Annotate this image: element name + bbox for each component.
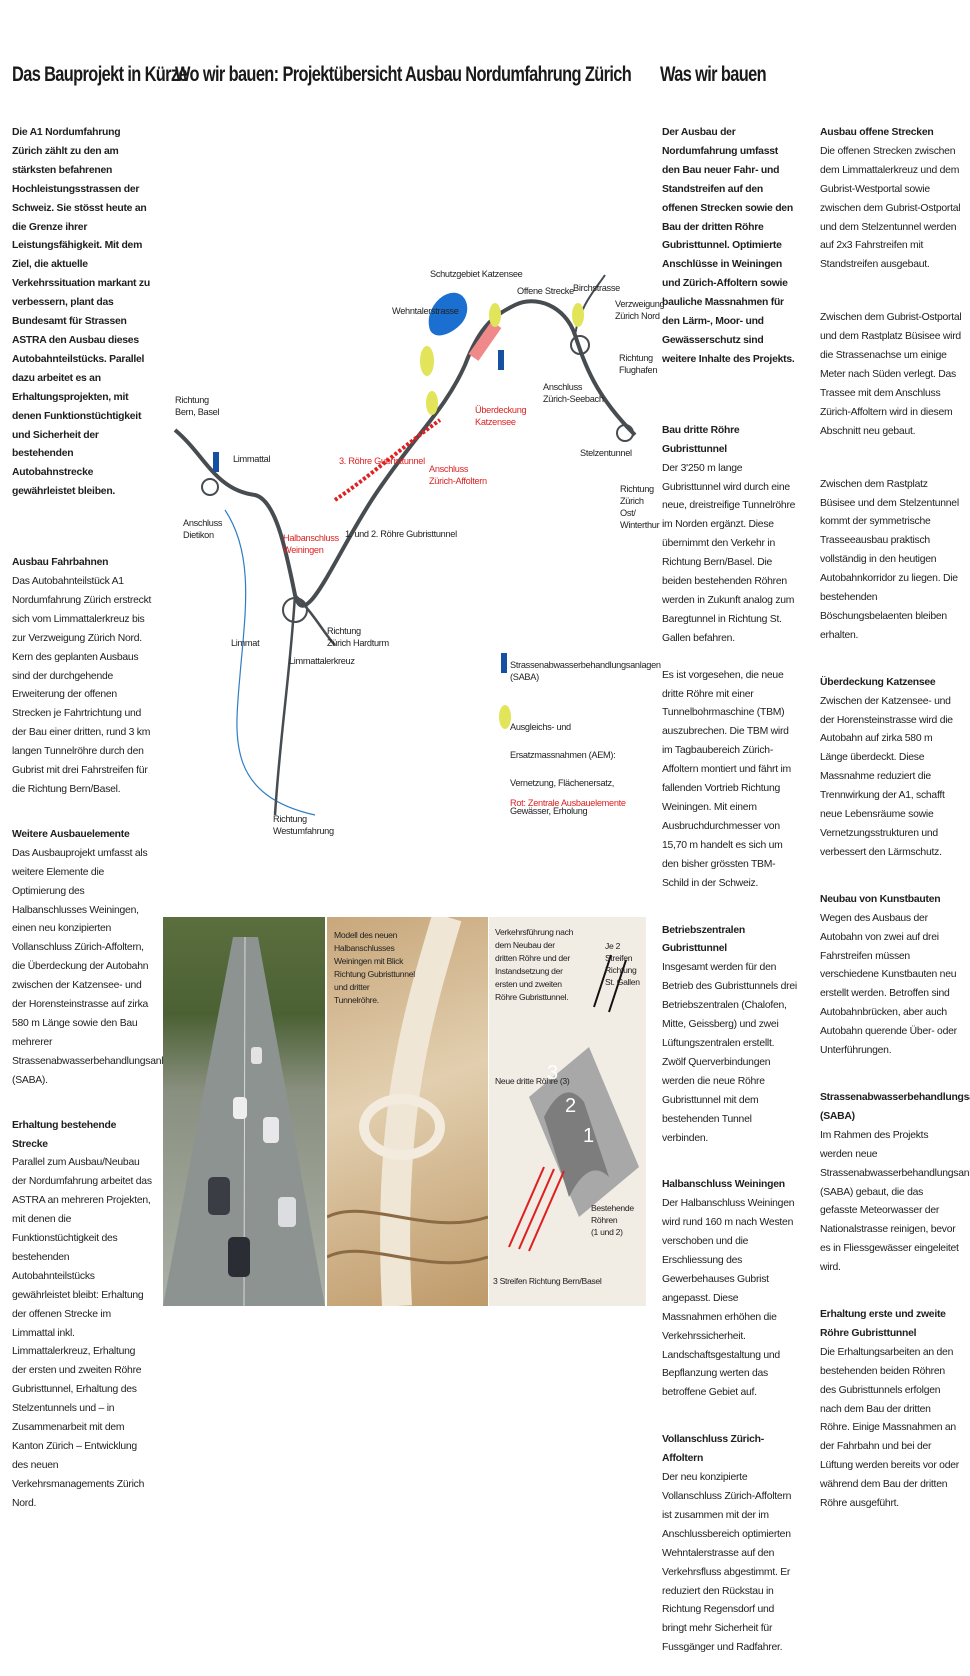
label-bern-basel: Richtung Bern, Basel xyxy=(175,395,220,417)
aem-marker xyxy=(426,391,438,415)
label-westumfahrung: Richtung Westumfahrung xyxy=(273,814,334,836)
section-title: Ausbau offene Strecken xyxy=(820,127,934,138)
saba-marker xyxy=(498,350,504,370)
aem-marker xyxy=(572,303,584,327)
section-text: Es ist vorgesehen, die neue dritte Röhre… xyxy=(662,669,791,889)
section-text: Zwischen dem Gubrist-Ostportal und dem R… xyxy=(820,312,962,437)
section-title: Erhaltung erste und zweite Röhre Gubrist… xyxy=(820,1309,946,1339)
motorway-south xyxy=(273,594,297,816)
label-kreuz: Limmattalerkreuz xyxy=(289,656,355,666)
saba-marker xyxy=(501,653,507,673)
aem-marker xyxy=(420,346,434,376)
tunnel-label-bottom: 3 Streifen Richtung Bern/Basel xyxy=(493,1276,602,1286)
right-column-1: Der Ausbau der Nordumfahrung umfasst den… xyxy=(662,124,798,1676)
third-tube xyxy=(333,418,442,502)
heading-middle: Wo wir bauen: Projektübersicht Ausbau No… xyxy=(175,63,632,86)
label-stelzentunnel: Stelzentunnel xyxy=(580,448,632,458)
label-affoltern: Anschluss Zürich-Affoltern xyxy=(429,464,487,486)
right-intro: Der Ausbau der Nordumfahrung umfasst den… xyxy=(662,127,795,365)
left-column: Die A1 Nordumfahrung Zürich zählt zu den… xyxy=(12,124,186,1532)
label-flughafen: Richtung Flughafen xyxy=(619,353,658,375)
label-weiningen: Halbanschluss Weiningen xyxy=(283,533,339,555)
model-caption: Modell des neuen Halbanschlusses Weining… xyxy=(334,930,415,1005)
label-oerlikon: Richtung Zürich Ost/ Winterthur xyxy=(620,484,660,530)
section-text: Zwischen der Katzensee- und der Horenste… xyxy=(820,695,953,858)
tunnel-label-neue: Neue dritte Röhre (3) xyxy=(495,1076,570,1086)
label-seebach: Anschluss Zürich-Seebach xyxy=(543,382,604,404)
right-column-2: Ausbau offene Strecken Die offenen Strec… xyxy=(820,124,970,1532)
left-intro: Die A1 Nordumfahrung Zürich zählt zu den… xyxy=(12,127,150,498)
section-title: Ausbau Fahrbahnen xyxy=(12,557,109,569)
section-title: Bau dritte Röhre Gubristtunnel xyxy=(662,424,740,455)
heading-right: Was wir bauen xyxy=(660,63,767,86)
section-text: Zwischen dem Rastplatz Büsisee und dem S… xyxy=(820,478,959,641)
model-drawing xyxy=(327,917,488,1306)
katzensee-lake xyxy=(428,292,468,336)
label-schutzgebiet: Schutzgebiet Katzensee xyxy=(430,269,523,279)
aem-marker xyxy=(489,303,501,327)
tunnel-drawing xyxy=(508,954,639,1252)
tunnel-number-3: 3 xyxy=(547,1062,558,1084)
section-text: Im Rahmen des Projekts werden neue Stras… xyxy=(820,1129,970,1274)
section-title: Erhaltung bestehende Strecke xyxy=(12,1119,117,1150)
tunnel-label-bestehende: Bestehende Röhren (1 und 2) xyxy=(591,1203,634,1237)
ueberdeckung-area xyxy=(468,321,502,361)
section-text: Der neu konzipierte Vollanschluss Zürich… xyxy=(662,1472,792,1654)
label-dietikon: Anschluss Dietikon xyxy=(183,518,223,540)
section-text: Die offenen Strecken zwischen dem Limmat… xyxy=(820,145,961,271)
legend-saba: Strassenabwasserbehandlungsanlagen (SABA… xyxy=(510,660,661,682)
section-title: Betriebszentralen Gubristtunnel xyxy=(662,924,745,955)
tunnel-label-top: Je 2 Streifen Richtung St. Gallen xyxy=(605,941,640,987)
tunnel-diagram: Verkehrsführung nach dem Neubau der drit… xyxy=(489,917,646,1306)
section-title: Überdeckung Katzensee xyxy=(820,676,936,688)
label-birchstrasse: Birchstrasse xyxy=(573,283,620,293)
section-title: Strassenabwasserbehandlungsanlagen (SABA… xyxy=(820,1091,970,1122)
section-text: Das Autobahnteilstück A1 Nordumfahrung Z… xyxy=(12,576,152,795)
aem-marker xyxy=(499,705,511,729)
section-text: Parallel zum Ausbau/Neubau der Nordumfah… xyxy=(12,1157,152,1509)
legend-rot: Rot: Zentrale Ausbauelemente xyxy=(510,798,626,808)
map-drawing xyxy=(173,274,637,816)
section-text: Der Halbanschluss Weiningen wird rund 16… xyxy=(662,1198,795,1399)
section-text: Der 3'250 m lange Gubristtunnel wird dur… xyxy=(662,462,796,644)
section-title: Halbanschluss Weiningen xyxy=(662,1179,785,1191)
project-map: Schutzgebiet Katzensee Offene Strecke Bi… xyxy=(165,255,665,885)
label-ueberdeckung: Überdeckung Katzensee xyxy=(475,405,527,427)
section-title: Vollanschluss Zürich-Affoltern xyxy=(662,1434,764,1465)
label-offene-strecke: Offene Strecke xyxy=(517,286,574,296)
tunnel-number-2: 2 xyxy=(565,1095,576,1117)
section-text: Insgesamt werden für den Betrieb des Gub… xyxy=(662,962,797,1144)
tunnel-caption: Verkehrsführung nach dem Neubau der drit… xyxy=(495,927,574,1002)
heading-left: Das Bauprojekt in Kürze xyxy=(12,63,188,86)
section-title: Neubau von Kunstbauten xyxy=(820,893,941,905)
motorway-north xyxy=(574,274,606,336)
highway-photo xyxy=(163,917,325,1306)
label-hardturm: Richtung Zürich Hardturm xyxy=(327,626,389,648)
label-roehre3: 3. Röhre Gubristtunnel xyxy=(339,456,425,466)
label-limmattal: Limmattal xyxy=(233,454,271,464)
model-photo: Modell des neuen Halbanschlusses Weining… xyxy=(327,917,488,1306)
section-title: Weitere Ausbauelemente xyxy=(12,828,130,840)
limmat-river xyxy=(224,509,316,816)
label-wehntalerstrasse: Wehntalerstrasse xyxy=(392,306,459,316)
saba-marker xyxy=(213,452,219,472)
motorway-east xyxy=(294,594,336,646)
label-limmat: Limmat xyxy=(231,638,260,648)
section-text: Die Erhaltungsarbeiten an den bestehende… xyxy=(820,1346,959,1510)
label-verzweigung: Verzweigung Zürich Nord xyxy=(615,299,665,321)
section-text: Wegen des Ausbaus der Autobahn von zwei … xyxy=(820,912,957,1057)
legend-aem: Ausgleichs- und Ersatzmassnahmen (AEM): … xyxy=(510,722,616,816)
tunnel-number-1: 1 xyxy=(583,1125,594,1147)
label-roehre12: 1. und 2. Röhre Gubristtunnel xyxy=(345,529,457,539)
highway-drawing xyxy=(163,936,325,1306)
section-text: Das Ausbauprojekt umfasst als weitere El… xyxy=(12,847,186,1086)
motorway xyxy=(173,299,637,608)
